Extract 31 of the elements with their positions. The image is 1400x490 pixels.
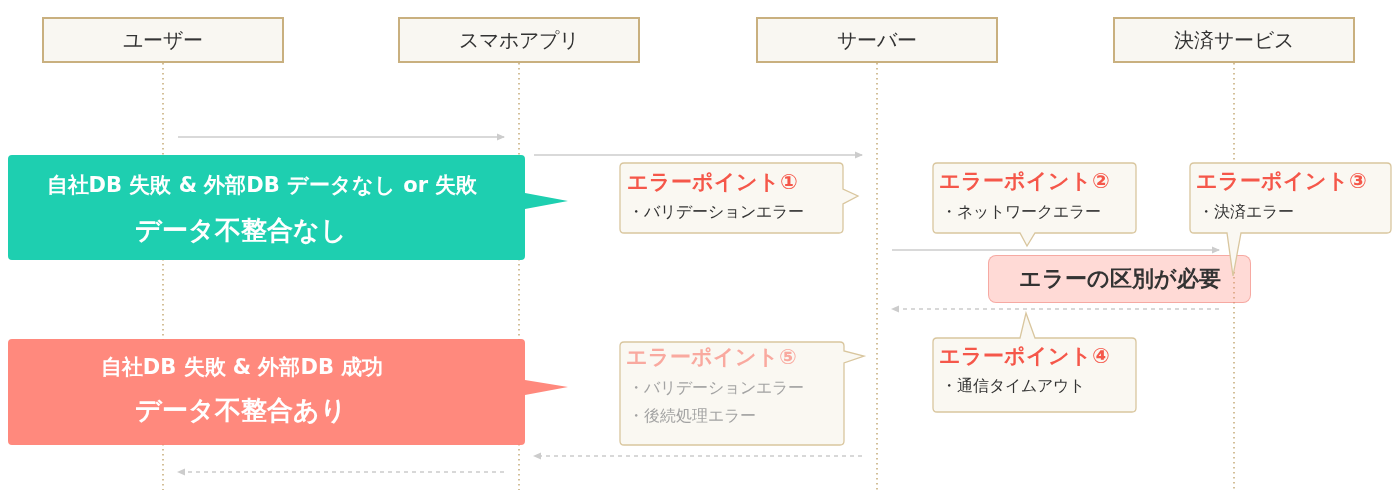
note-bubble (932, 162, 1137, 247)
return-arrow (177, 468, 505, 476)
note-text: ・バリデーションエラー (628, 202, 804, 222)
note-text: ・決済エラー (1198, 202, 1294, 222)
bubble-text: データ不整合なし (135, 216, 347, 246)
message-arrow (533, 151, 863, 159)
highlight-box (988, 255, 1251, 303)
note-text: ・ネットワークエラー (941, 202, 1101, 222)
participant-label: 決済サービス (1174, 28, 1294, 52)
message-arrow (177, 133, 505, 141)
participant-label: サーバー (837, 28, 917, 52)
note-text: ・バリデーションエラー (628, 378, 804, 398)
highlight-text: エラーの区別が必要 (1019, 266, 1221, 292)
note-heading: エラーポイント② (939, 168, 1110, 194)
note-heading: エラーポイント① (627, 169, 798, 195)
message-arrow (891, 246, 1220, 254)
bubble-text: 自社DB 失敗 & 外部DB 成功 (100, 354, 384, 380)
note-heading: エラーポイント③ (1196, 168, 1367, 194)
bubble-text: 自社DB 失敗 & 外部DB データなし or 失敗 (46, 172, 478, 198)
note-heading: エラーポイント④ (939, 343, 1110, 369)
return-arrow (533, 452, 863, 460)
note-text: ・通信タイムアウト (941, 376, 1085, 396)
note-bubble (619, 162, 859, 234)
note-bubble (932, 312, 1137, 413)
return-arrow (891, 305, 1220, 313)
note-text: ・後続処理エラー (628, 406, 756, 426)
participant-label: ユーザー (123, 28, 203, 52)
bubble-text: データ不整合あり (135, 396, 347, 426)
participant-label: スマホアプリ (459, 28, 579, 52)
note-heading: エラーポイント⑤ (626, 344, 797, 370)
note-bubble (619, 341, 865, 446)
